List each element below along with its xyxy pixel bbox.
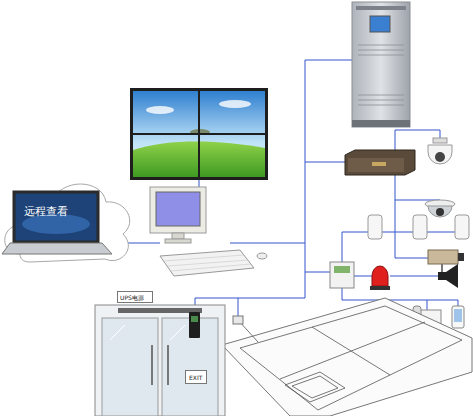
exit-button: EXIT [185, 370, 207, 384]
video-wall [130, 88, 268, 180]
node-text: EXIT [189, 375, 202, 381]
motion-sensors [368, 215, 469, 239]
node-text: UPS电源 [120, 295, 144, 301]
node-text: 远程查看 [24, 206, 68, 217]
video-recorder [345, 150, 415, 175]
cloud-outline [0, 172, 136, 272]
glass-door [95, 305, 225, 416]
computer [150, 187, 267, 276]
ups-box: UPS电源 [117, 291, 153, 303]
floor-plan [222, 298, 472, 416]
cameras [425, 138, 464, 272]
cloud-node: 远程查看 [0, 172, 136, 272]
air-cabinet [352, 2, 410, 127]
